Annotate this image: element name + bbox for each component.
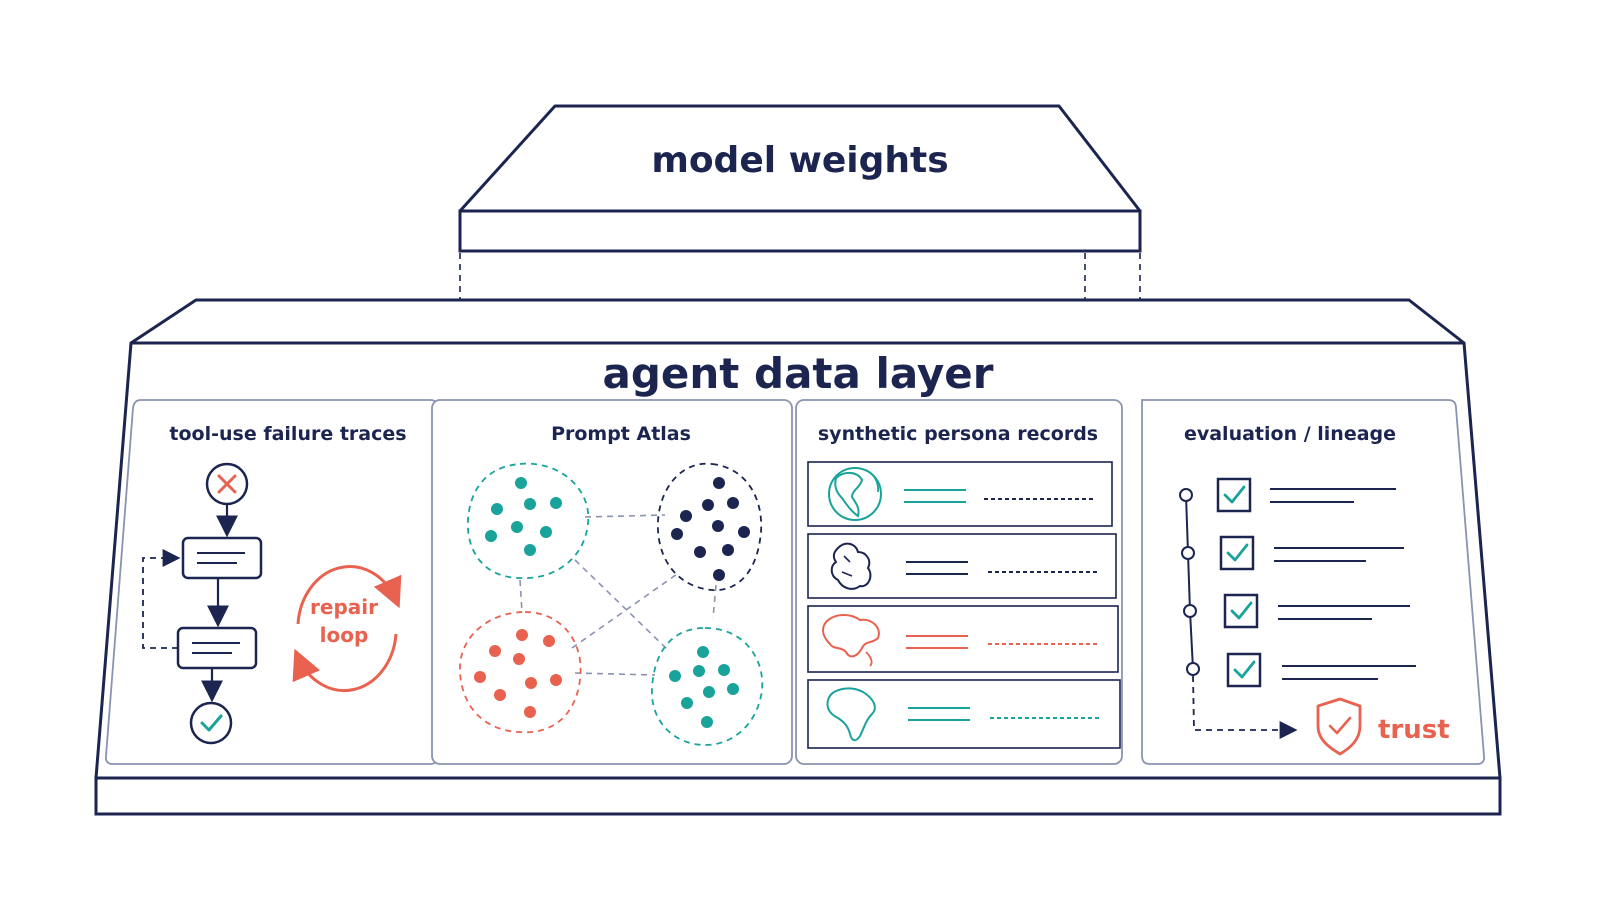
- agent-data-layer-label: agent data layer: [603, 349, 994, 398]
- checkbox-checked-icon: [1216, 477, 1252, 513]
- panel-title: evaluation / lineage: [1184, 423, 1396, 445]
- loop-label: loop: [320, 623, 369, 647]
- asia-map-icon: [822, 614, 880, 667]
- checkbox-checked-icon: [1223, 593, 1259, 629]
- cluster-teal-topleft: [467, 462, 590, 579]
- trace-step-box: [181, 536, 263, 580]
- persona-record-row: [807, 605, 1119, 673]
- persona-record-row: [807, 461, 1113, 527]
- panel-title: Prompt Atlas: [551, 423, 691, 445]
- model-weights-label: model weights: [651, 140, 948, 181]
- globe-americas-icon: [828, 467, 882, 521]
- panel-evaluation: evaluation / lineage: [1141, 399, 1486, 765]
- persona-record-row: [807, 533, 1117, 599]
- retry-dashed-arrow: [142, 549, 181, 649]
- europe-map-icon: [830, 542, 872, 590]
- checkbox-checked-icon: [1226, 652, 1262, 688]
- panel-title: synthetic persona records: [818, 423, 1098, 445]
- persona-record-row: [807, 679, 1121, 749]
- panel-prompt-atlas: Prompt Atlas: [431, 399, 793, 765]
- africa-map-icon: [826, 687, 876, 742]
- cluster-coral-bottomleft: [459, 611, 582, 734]
- lineage-timeline: [1179, 488, 1298, 739]
- cluster-navy-topright: [657, 462, 762, 591]
- model-weights-block: model weights: [458, 104, 1142, 253]
- trace-step-box: [176, 626, 258, 670]
- panel-failure-traces: tool-use failure traces repair loop: [104, 399, 439, 765]
- repair-loop-icon: repair loop: [292, 565, 402, 692]
- success-check-icon: [189, 701, 233, 745]
- panel-persona-records: synthetic persona records: [795, 399, 1123, 765]
- trust-label: trust: [1378, 715, 1450, 745]
- cluster-teal-bottomright: [651, 627, 764, 746]
- panel-title: tool-use failure traces: [169, 423, 406, 445]
- error-icon: [205, 462, 249, 506]
- shield-check-icon: [1316, 697, 1362, 756]
- cluster-links: [519, 514, 717, 676]
- repair-label: repair: [310, 595, 378, 619]
- checkbox-checked-icon: [1219, 535, 1255, 571]
